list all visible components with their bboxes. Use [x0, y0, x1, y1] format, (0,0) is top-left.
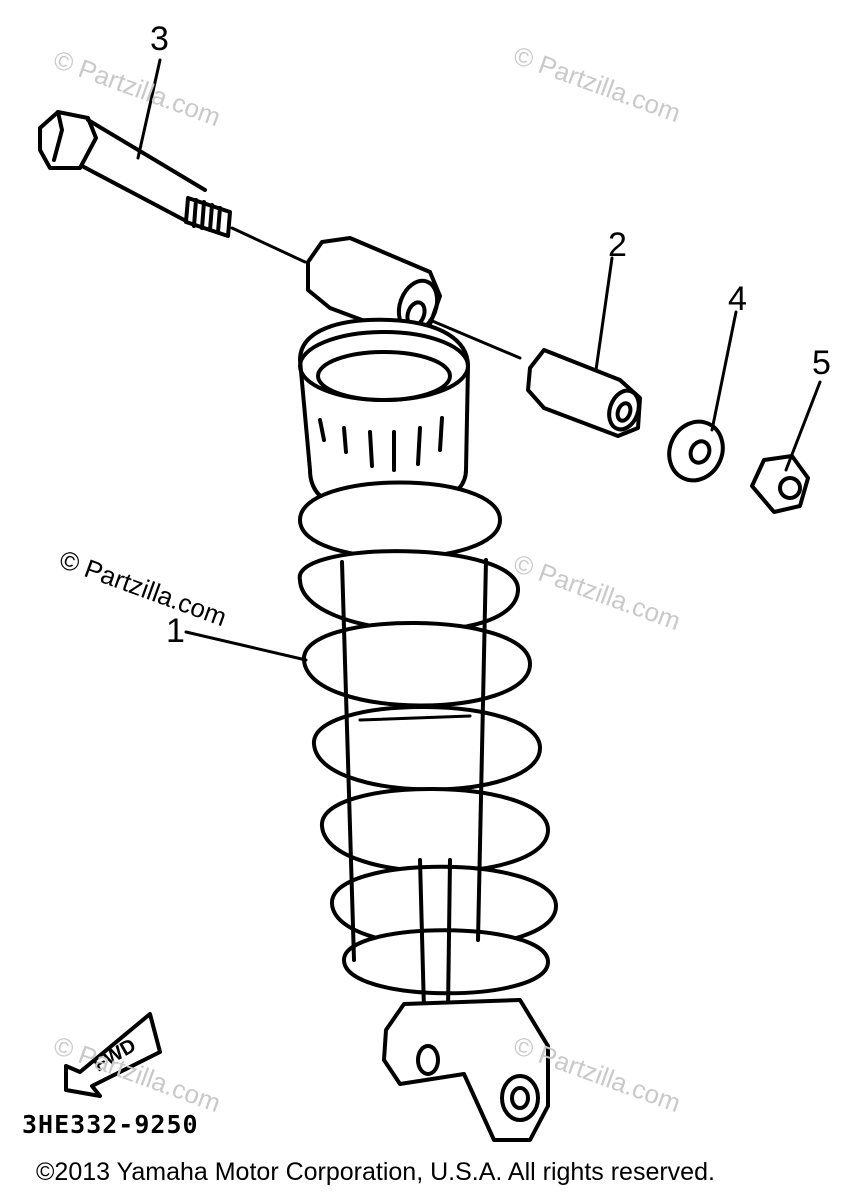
leader-lines: [136, 58, 822, 662]
damper-body: [340, 558, 488, 1012]
nut-part-5: [750, 454, 810, 514]
washer-part-4: [667, 419, 725, 483]
lower-clevis-mount: [382, 998, 550, 1142]
copyright-notice: ©2013 Yamaha Motor Corporation, U.S.A. A…: [36, 1158, 715, 1186]
diagram-code: 3HE332-9250: [22, 1110, 199, 1139]
callout-1: 1: [166, 612, 185, 650]
callout-4: 4: [728, 280, 747, 318]
callout-5: 5: [812, 344, 831, 382]
fwd-arrow-icon: [64, 1012, 162, 1098]
bolt-part-3: [38, 110, 307, 264]
callout-2: 2: [608, 226, 627, 264]
collar-lower: [526, 348, 642, 438]
callout-3: 3: [150, 20, 169, 58]
upper-spring-seat: [298, 317, 470, 514]
